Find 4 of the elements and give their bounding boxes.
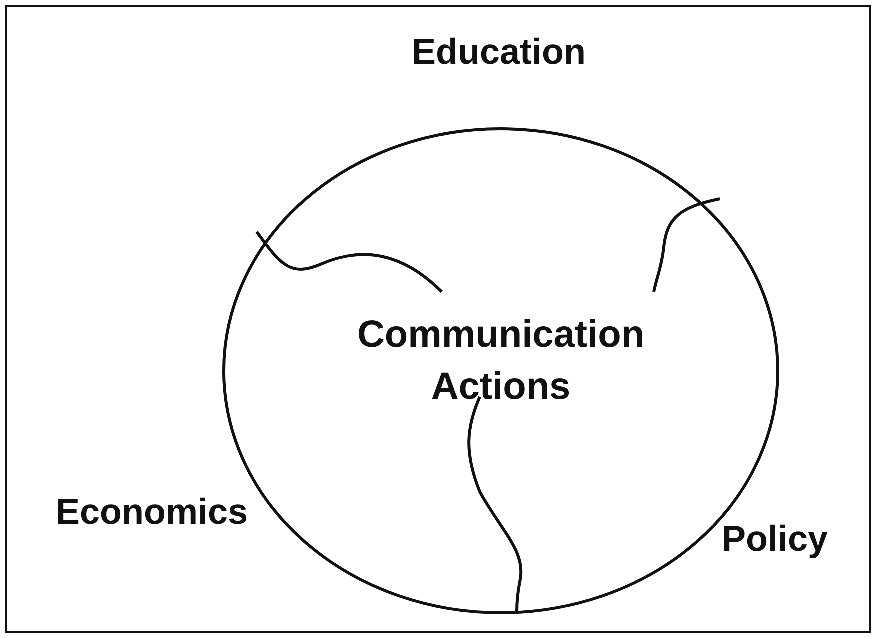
region-label: Policy [722, 518, 828, 560]
center-label: Communication Actions [356, 313, 646, 410]
region-label: Education [412, 31, 586, 73]
region-label: Economics [56, 491, 248, 533]
